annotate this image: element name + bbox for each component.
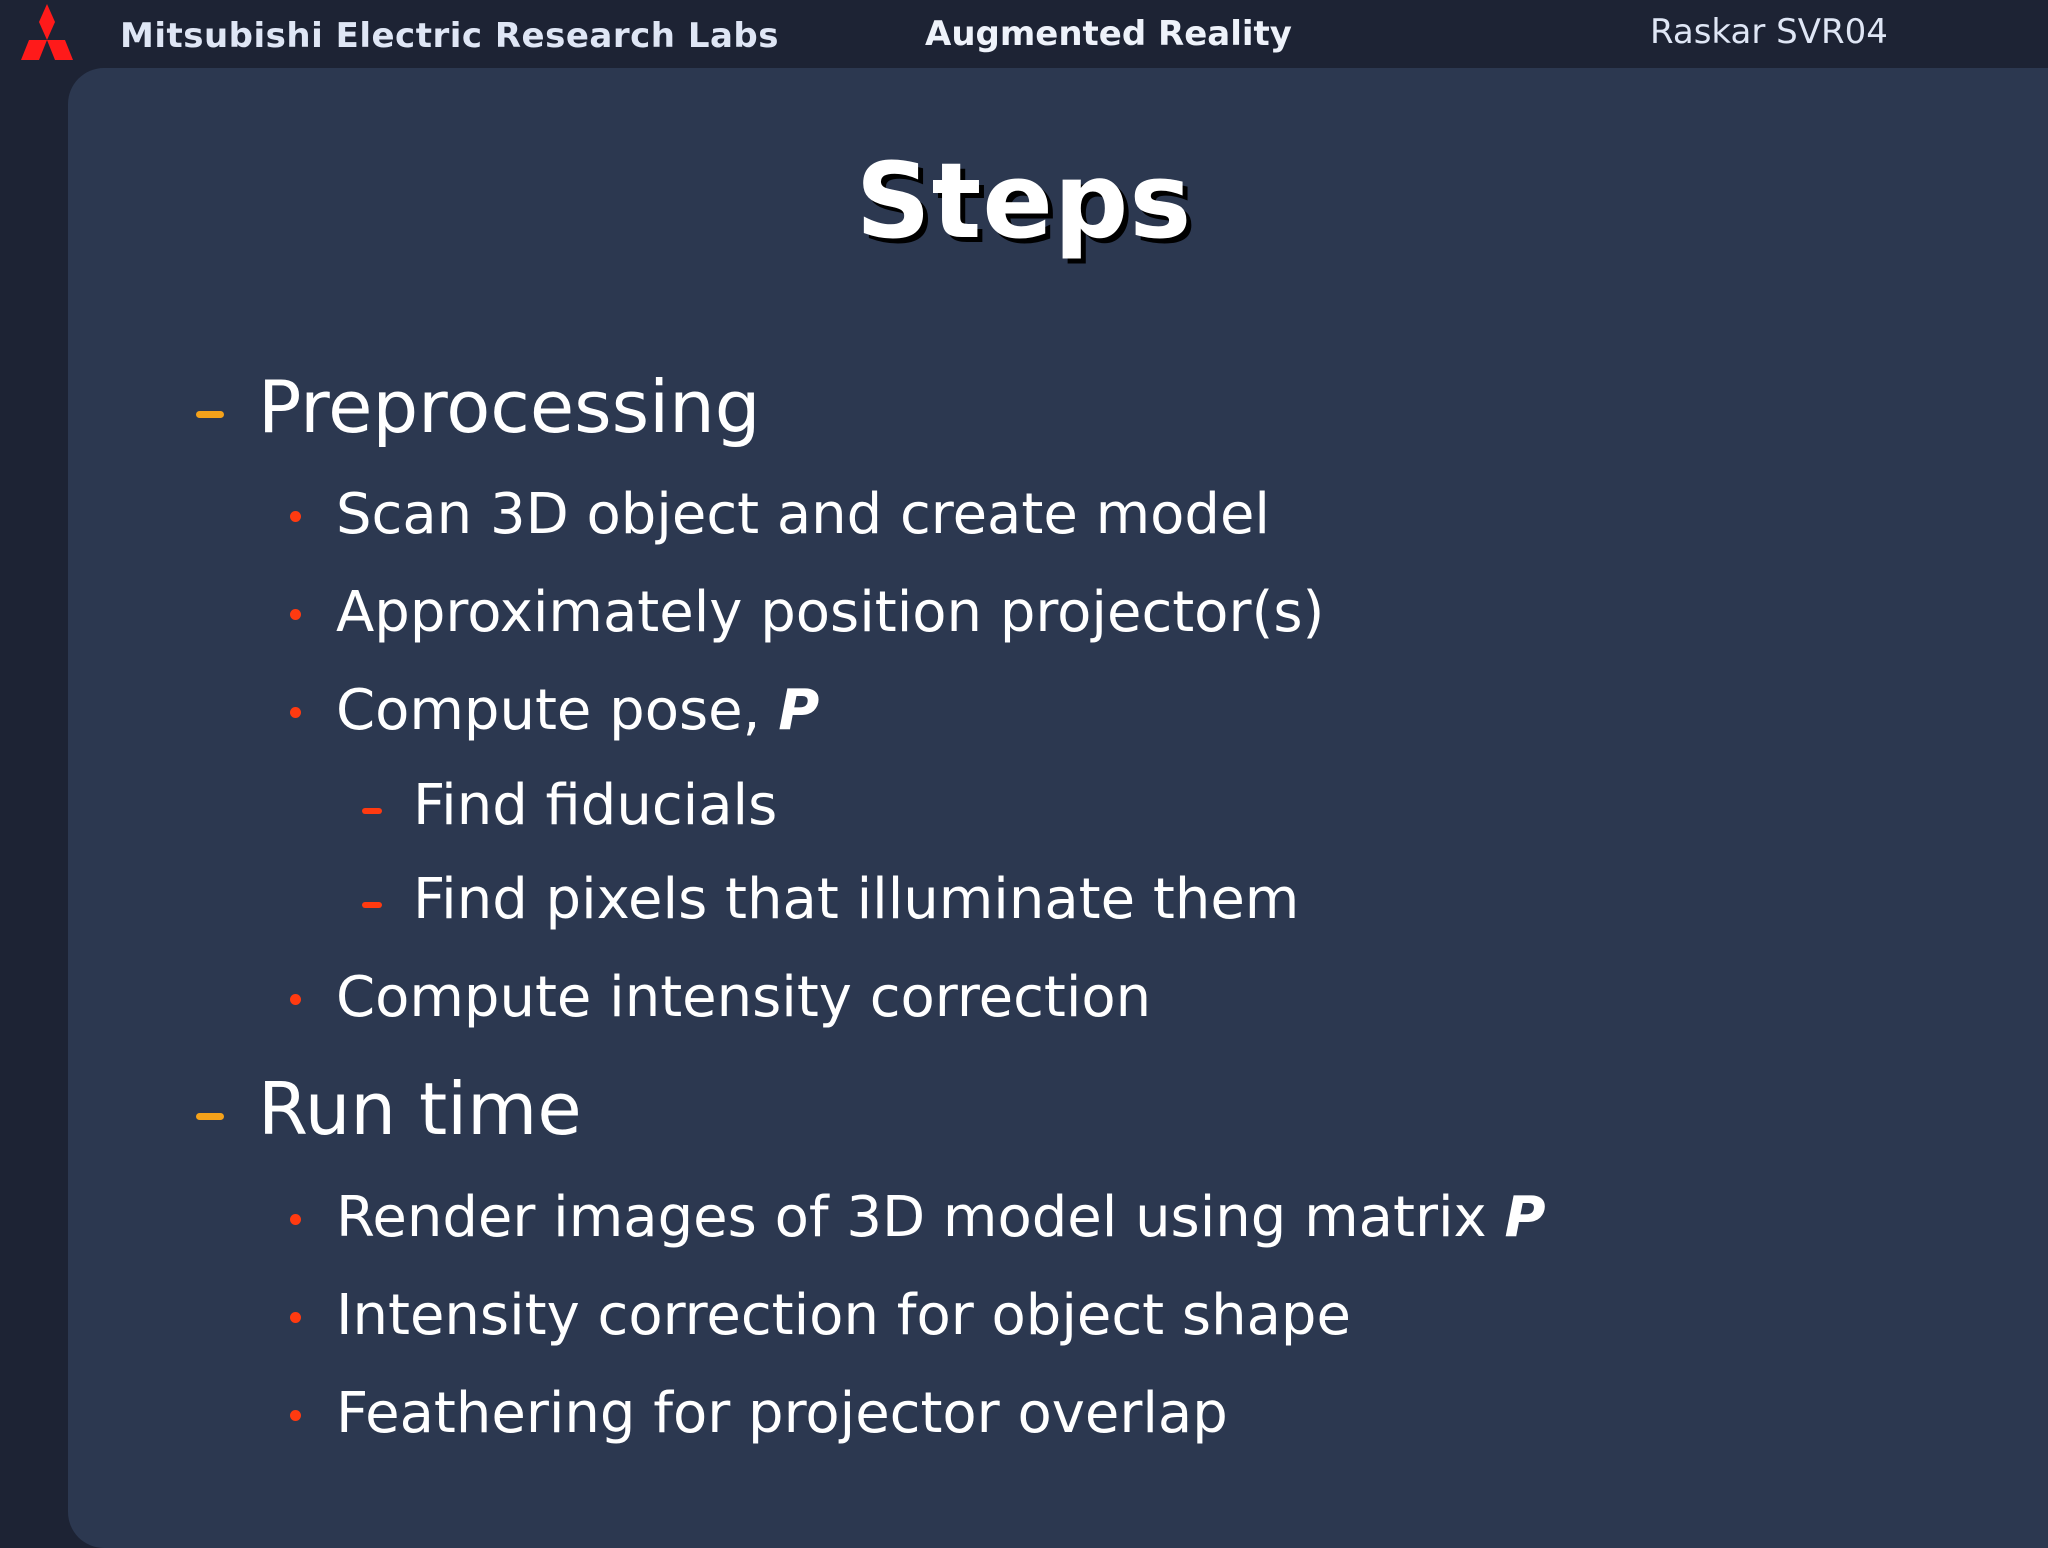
dash-marker-icon [196,411,224,418]
list-item: Feathering for projector overlap [336,1381,1228,1446]
list-item: Compute pose, P [336,678,819,743]
list-item-text: Compute pose, [336,678,779,743]
bullet-dot-icon [290,511,301,522]
bullet-dot-icon [290,1312,301,1323]
slide-title: Steps [855,140,1193,262]
bullet-dot-icon [290,994,301,1005]
section-heading-preprocessing: Preprocessing [258,365,761,449]
bullet-dot-icon [290,1410,301,1421]
bullet-dot-icon [290,707,301,718]
dash-marker-icon [362,902,382,908]
list-item: Compute intensity correction [336,965,1152,1030]
list-item-text: Render images of 3D model using matrix [336,1185,1505,1250]
slide-content-panel [68,68,2048,1548]
mitsubishi-logo-icon [21,4,73,60]
dash-marker-icon [362,808,382,814]
matrix-symbol: P [1504,1185,1546,1250]
matrix-symbol: P [778,678,820,743]
section-heading-run-time: Run time [258,1067,582,1151]
sub-list-item: Find pixels that illuminate them [413,867,1300,932]
presentation-topic: Augmented Reality [925,14,1292,54]
bullet-dot-icon [290,609,301,620]
bullet-dot-icon [290,1214,301,1225]
list-item: Render images of 3D model using matrix P [336,1185,1546,1250]
list-item: Intensity correction for object shape [336,1283,1351,1348]
dash-marker-icon [196,1113,224,1120]
organization-name: Mitsubishi Electric Research Labs [120,16,779,56]
list-item: Approximately position projector(s) [336,580,1325,645]
sub-list-item: Find fiducials [413,773,778,838]
author-tag: Raskar SVR04 [1650,12,1888,52]
slide-header: Mitsubishi Electric Research Labs Augmen… [0,0,2048,68]
list-item: Scan 3D object and create model [336,482,1270,547]
